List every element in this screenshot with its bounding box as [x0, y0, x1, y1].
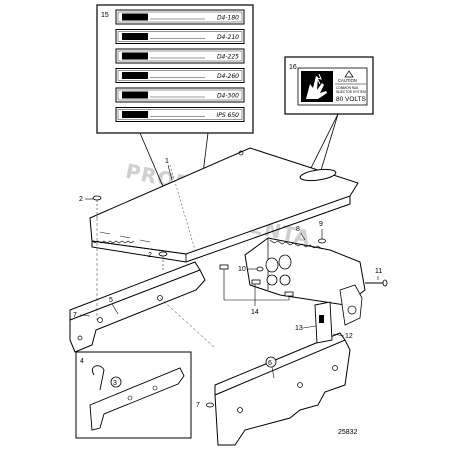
brand-logo-icon [122, 52, 148, 60]
warning-line-2: INJECTOR SYSTEM [336, 90, 366, 94]
decal-label: D4-225 [217, 54, 239, 61]
callout-1: 1 [165, 158, 169, 165]
sensor-plate [314, 301, 333, 344]
callout-3: 3 [113, 380, 117, 387]
callout-9: 9 [319, 221, 323, 228]
callout-8: 8 [296, 226, 300, 233]
callout-7-lower: 7 [196, 402, 200, 409]
decal-label: IPS 650 [216, 112, 239, 119]
callout-2-upper: 2 [79, 196, 83, 203]
callout-5: 5 [109, 297, 113, 304]
callout-2-lower: 2 [148, 252, 152, 259]
warning-label-box: 16 CAUTION COMMON RAIL INJECTOR SYSTEM 8… [284, 56, 374, 115]
callout-12: 12 [345, 333, 353, 340]
screw-2-upper: 2 [79, 195, 102, 218]
screw-2-lower: 2 [148, 251, 168, 272]
decal-label: D4-180 [217, 15, 239, 22]
cover-panel [89, 147, 359, 263]
decal-label: D4-260 [217, 73, 239, 80]
lightning-icon [316, 73, 322, 85]
brand-logo-icon [122, 72, 148, 79]
figure-id: 25832 [338, 429, 358, 436]
clip-part [92, 365, 105, 391]
callout-14: 14 [251, 309, 259, 316]
injector-assembly [244, 237, 366, 326]
hand-hazard-icon [306, 76, 327, 99]
clips [219, 264, 294, 301]
bracket-detail [89, 367, 185, 431]
callout-15: 15 [101, 12, 109, 19]
decal-label: D4-210 [217, 34, 239, 41]
warning-line-1: COMMON RAIL [336, 86, 359, 90]
callout-10: 10 [238, 266, 246, 273]
left-bracket [69, 261, 206, 353]
decal-label: D4-300 [217, 93, 239, 100]
callout-6: 6 [268, 360, 272, 367]
warning-triangle-icon [344, 70, 354, 78]
callout-11: 11 [375, 268, 382, 275]
decal-item: D4-210 [115, 29, 245, 44]
callout-4: 4 [80, 358, 84, 365]
brand-logo-icon [122, 91, 148, 99]
brand-logo-icon [122, 13, 148, 21]
warning-heading: CAUTION [338, 78, 357, 83]
brand-logo-icon [122, 111, 148, 118]
decal-item: IPS 650 [115, 107, 245, 122]
brand-logo-icon [122, 33, 148, 40]
callout-16: 16 [289, 64, 297, 71]
decal-item: D4-260 [115, 68, 245, 83]
callout-7-upper: 7 [73, 312, 77, 319]
cover-slot [299, 168, 337, 182]
warning-voltage: 80 VOLTS [336, 96, 367, 103]
callout-13: 13 [295, 325, 303, 332]
right-bracket [214, 332, 351, 446]
decal-item: D4-300 [115, 87, 245, 103]
detail-box: 4 3 [75, 351, 192, 439]
decal-item: D4-180 [115, 9, 245, 25]
decal-item: D4-225 [115, 48, 245, 64]
